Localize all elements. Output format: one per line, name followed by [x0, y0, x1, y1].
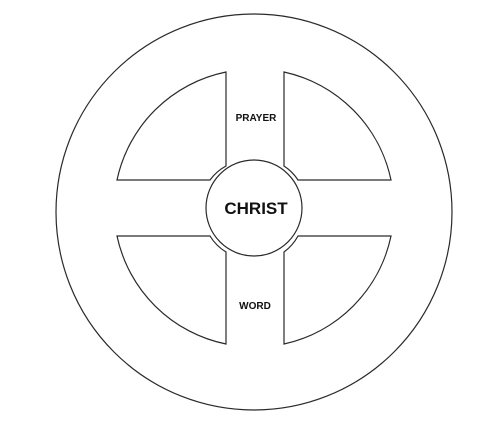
quadrant-top-right: [283, 71, 392, 181]
quadrant-bottom-right: [283, 235, 392, 345]
quadrant-bottom-left: [116, 235, 227, 345]
label-word: WORD: [239, 301, 271, 312]
label-prayer: PRAYER: [236, 113, 278, 124]
outer-circle: [55, 13, 453, 411]
quadrant-top-left: [116, 71, 227, 181]
label-christ: CHRIST: [224, 199, 288, 218]
center-circle: [205, 159, 303, 257]
